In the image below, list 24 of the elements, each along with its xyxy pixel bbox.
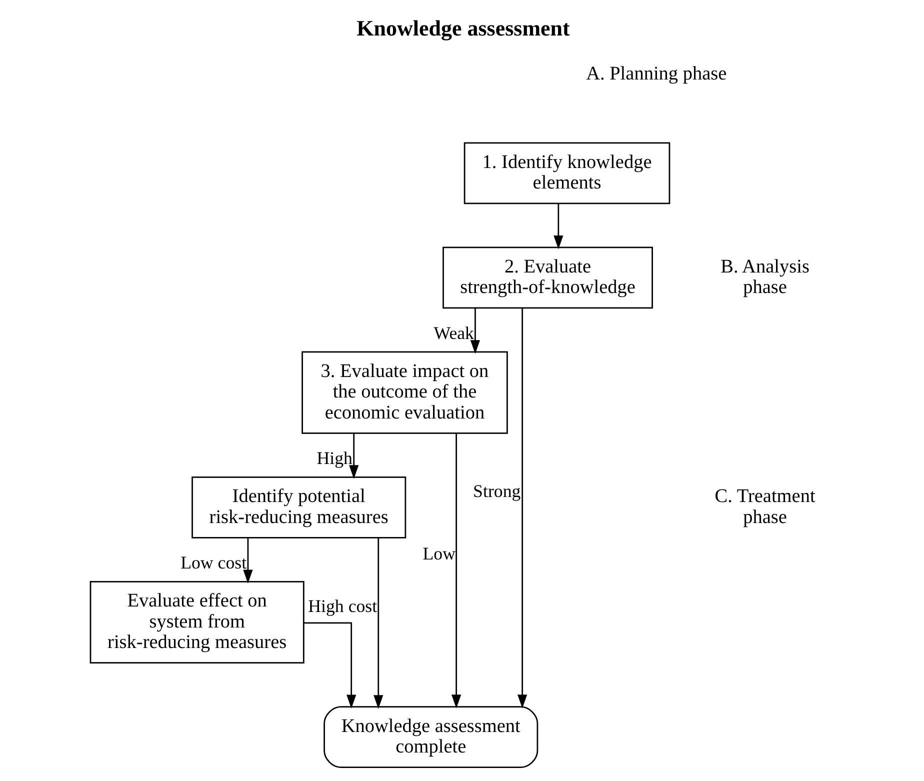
edge-label: Low cost	[180, 552, 246, 573]
edge-label: Low	[422, 543, 455, 564]
arrow	[470, 308, 480, 354]
node-box: 2. Evaluate strength-of-knowledge	[442, 246, 652, 309]
node-box: Identify potential risk-reducing measures	[191, 476, 406, 538]
node-box: Evaluate effect on system from risk-reducing measures	[89, 580, 304, 664]
arrow	[373, 538, 383, 709]
node-box: 3. Evaluate impact on the outcome of the economic evaluation	[301, 351, 508, 434]
label: C. Treatment phase	[714, 486, 815, 528]
arrow	[303, 622, 356, 709]
edge-label: High	[316, 448, 352, 468]
arrow	[553, 204, 563, 250]
label: A. Planning phase	[586, 63, 726, 84]
node-box: 1. Identify knowledge elements	[463, 142, 670, 204]
arrow	[242, 538, 252, 584]
arrow	[517, 308, 527, 708]
arrow	[451, 433, 461, 708]
edge-label: Weak	[433, 322, 474, 343]
edge-label: Strong	[472, 480, 520, 501]
edge-label: High cost	[308, 596, 377, 616]
arrow	[348, 433, 358, 479]
node-box: Knowledge assessment complete	[323, 706, 538, 768]
diagram-title: Knowledge assessment	[356, 15, 570, 40]
label: B. Analysis phase	[720, 256, 809, 298]
